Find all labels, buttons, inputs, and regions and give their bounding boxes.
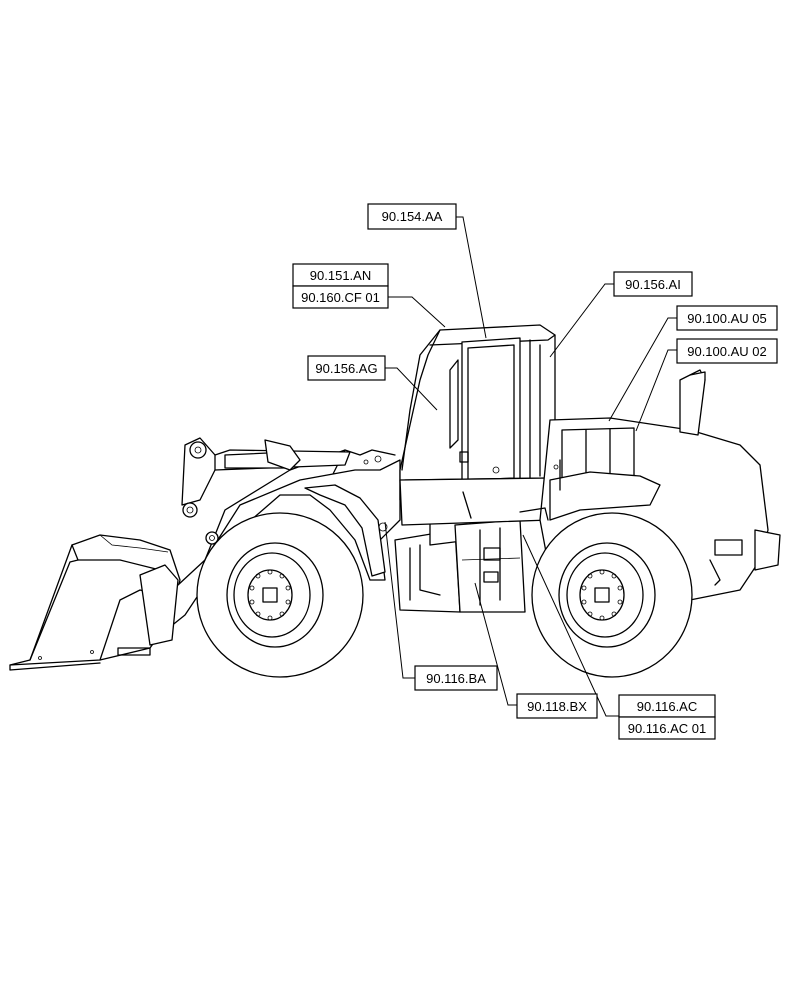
callout-116-ac01: 90.116.AC 01 [618,716,716,740]
callout-156-ag: 90.156.AG [307,355,386,381]
center-frame [394,514,526,613]
callout-100-au05: 90.100.AU 05 [676,305,778,331]
callout-160-cf01: 90.160.CF 01 [292,285,389,309]
callout-text: 90.118.BX [527,699,587,714]
wheel-loader-illustration [9,324,781,678]
rear-wheel [531,512,693,678]
callout-text: 90.100.AU 02 [687,344,767,359]
callout-text: 90.116.AC 01 [628,721,707,736]
callout-116-ac: 90.116.AC [618,694,716,718]
operator-cab [399,324,556,526]
callout-154-aa: 90.154.AA [367,203,457,230]
callout-text: 90.156.AG [315,361,377,376]
callout-text: 90.156.AI [625,277,681,292]
callout-text: 90.154.AA [382,209,443,224]
callout-text: 90.116.BA [426,671,486,686]
leader-lines [384,216,677,717]
callout-text: 90.116.AC [637,699,697,714]
front-wheel [196,512,364,678]
callout-text: 90.151.AN [310,268,371,283]
callout-text: 90.100.AU 05 [687,311,767,326]
callout-156-ai: 90.156.AI [613,271,693,297]
callout-116-ba: 90.116.BA [414,665,498,691]
callout-100-au02: 90.100.AU 02 [676,338,778,364]
front-frame [204,455,401,581]
callout-151-an: 90.151.AN [292,263,389,287]
decal-markers [462,491,549,521]
callout-118-bx: 90.118.BX [516,693,598,719]
callout-text: 90.160.CF 01 [301,290,380,305]
